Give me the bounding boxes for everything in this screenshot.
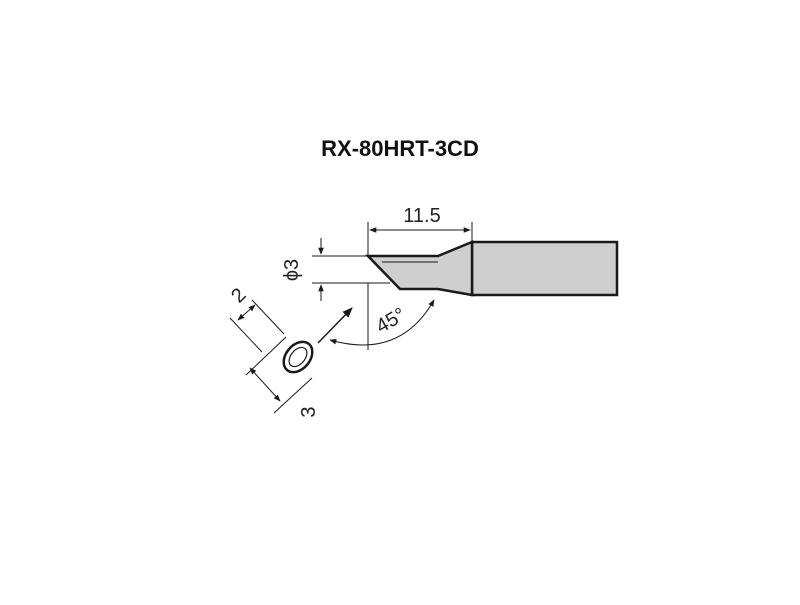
face-width-dimension: 2: [227, 284, 285, 353]
angle-label: 45°: [372, 304, 409, 338]
view-direction-arrow: [317, 307, 353, 344]
tip-bevel-edge: [367, 255, 401, 290]
face-length-label: 3: [298, 406, 320, 417]
model-title: RX-80HRT-3CD: [321, 136, 479, 161]
angle-dimension: 45°: [329, 283, 435, 350]
soldering-tip-outline: [365, 240, 619, 297]
length-label: 11.5: [403, 205, 440, 227]
tip-shank: [470, 240, 619, 297]
diameter-label: ϕ3: [281, 259, 303, 281]
tip-face-view: [282, 340, 314, 374]
diameter-dimension: ϕ3: [281, 238, 390, 301]
length-dimension: 11.5: [367, 205, 473, 256]
tip-taper: [365, 240, 474, 297]
face-length-dimension: 3: [245, 336, 320, 418]
face-width-label: 2: [227, 284, 250, 307]
